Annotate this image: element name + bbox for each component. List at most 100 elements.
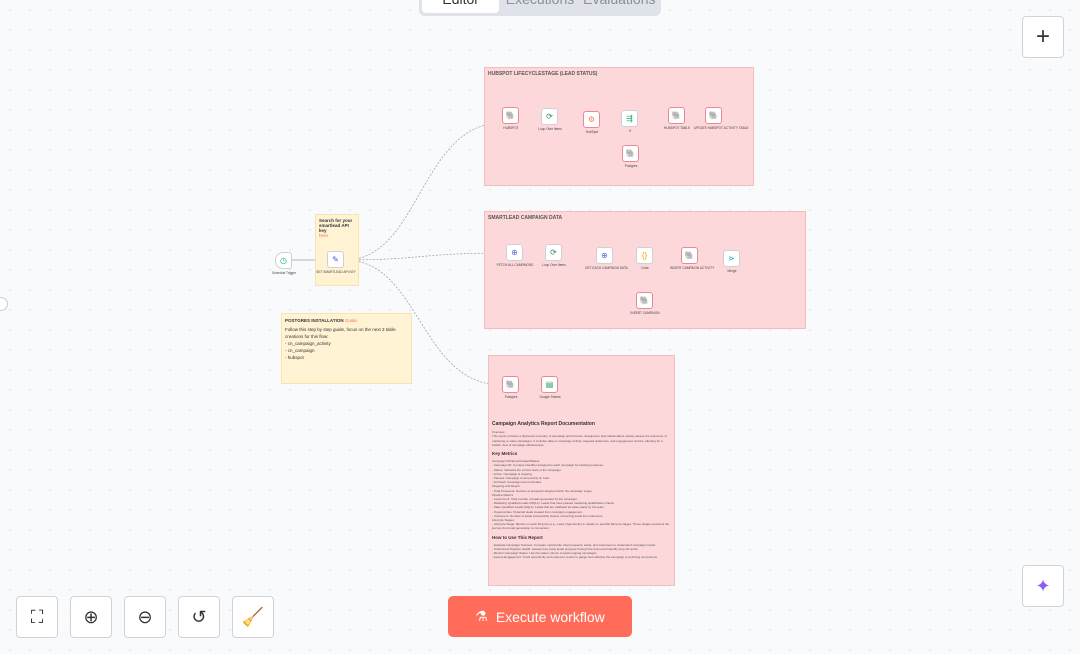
doc-overview: Overview (492, 430, 505, 435)
sticky-note-api-key[interactable]: Search for your smartlead API key here (315, 214, 359, 286)
node-label: Loop Over Items (538, 127, 562, 131)
doc-line: - Total Prospects: Number of prospects t… (492, 488, 593, 493)
sticky-title: POSTGRES INSTALLATION (285, 318, 344, 323)
reset-zoom-button[interactable]: ↺ (178, 596, 220, 638)
doc-line: - Sales Qualified Leads (SQLs): Leads th… (492, 505, 605, 510)
node-icon: {} (641, 251, 648, 260)
group-smartlead: SMARTLEAD CAMPAIGN DATA (484, 211, 806, 329)
zoom-out-button[interactable]: ⊖ (124, 596, 166, 638)
doc-line: - Customers: Number of leads successfull… (492, 513, 604, 518)
fullscreen-icon: ⛶ (30, 606, 44, 627)
doc-line: - Monitor Campaign Status: Use the statu… (492, 551, 598, 556)
doc-sub: Targeting and Reach (492, 484, 520, 489)
group-documentation: Campaign Analytics Report Documentation … (488, 355, 675, 586)
node-icon: 🐘 (684, 251, 695, 260)
view-tabs: Editor Executions Evaluations (419, 0, 661, 16)
documentation-text: Campaign Analytics Report Documentation … (492, 416, 672, 560)
execute-label: Execute workflow (495, 608, 605, 625)
workflow-node-hs5[interactable]: 🐘 (668, 107, 685, 124)
doc-sub: Campaign ID/Name/Created/Status (492, 459, 540, 464)
node-icon: ✎ (332, 255, 339, 264)
workflow-node-sl3[interactable]: ⊕ (596, 247, 613, 264)
workflow-node-b1[interactable]: 🐘 (502, 376, 519, 393)
sticky-text: smartlead API key (319, 223, 349, 233)
workflow-node-sl1[interactable]: ⊕ (506, 244, 523, 261)
node-icon: ◷ (280, 256, 287, 265)
workflow-node-sl5[interactable]: 🐘 (681, 247, 698, 264)
workflow-node-hs4[interactable]: ⇶ (621, 110, 638, 127)
node-icon: ⟳ (546, 112, 553, 121)
doc-title: Campaign Analytics Report Documentation (492, 421, 595, 427)
node-icon: 🐘 (505, 380, 516, 389)
node-label: Postgres (624, 164, 638, 168)
doc-line: - Lifecycle Stage: Metrics on each lifec… (492, 522, 670, 531)
workflow-node-hs1[interactable]: 🐘 (502, 107, 519, 124)
workflow-node-hs2[interactable]: ⟳ (541, 108, 558, 125)
workflow-node-hs6[interactable]: 🐘 (705, 107, 722, 124)
doc-line: - Archived: Campaign has concluded. (492, 480, 542, 485)
node-icon: ▤ (545, 380, 554, 389)
node-label: INSERT CAMPAIGN ACTIVITY (670, 266, 715, 270)
node-label: SET SMARTLEAD API KEY (316, 270, 356, 274)
sticky-link[interactable]: here (319, 233, 329, 238)
node-label: Code (641, 266, 649, 270)
doc-heading: Key Metrics (492, 451, 518, 457)
sticky-item: - hubspot (285, 355, 304, 360)
doc-line: - Opportunities: Potential deals created… (492, 509, 583, 514)
doc-sub: Pipeline Metrics (492, 492, 514, 497)
sticky-item: - cn_campaign_activity (285, 341, 331, 346)
workflow-node-trigger[interactable]: ◷ (275, 252, 292, 269)
node-label: FETCH ALL CAMPAIGNS (496, 263, 534, 267)
fit-view-button[interactable]: ⛶ (16, 596, 58, 638)
node-icon: 🐘 (505, 111, 516, 120)
add-node-button[interactable]: + (1022, 16, 1064, 58)
group-hubspot: HUBSPOT LIFECYCLESTAGE (LEAD STATUS) (484, 67, 754, 186)
node-icon: ⊕ (601, 251, 608, 260)
node-icon: 🐘 (708, 111, 719, 120)
tab-executions[interactable]: Executions (501, 0, 578, 13)
workflow-node-sl7[interactable]: 🐘 (636, 292, 653, 309)
tab-editor[interactable]: Editor (422, 0, 500, 13)
node-label: HubSpot (585, 130, 599, 134)
sticky-text: Search for your (319, 218, 353, 223)
sticky-text: Follow this step by step guide, focus on… (285, 327, 396, 339)
doc-line: - Active: Campaign is ongoing. (492, 471, 533, 476)
node-icon: 🐘 (625, 149, 636, 158)
doc-sub: Lifecycle Stages (492, 518, 514, 523)
workflow-node-sl2[interactable]: ⟳ (545, 244, 562, 261)
zoom-in-button[interactable]: ⊕ (70, 596, 112, 638)
workflow-node-hs3[interactable]: ⚙ (583, 111, 600, 128)
tidy-up-button[interactable]: 🧹 (232, 596, 274, 638)
group-title: HUBSPOT LIFECYCLESTAGE (LEAD STATUS) (488, 71, 598, 77)
node-label: INSERT CAMPAIGN (630, 311, 660, 315)
doc-heading: How to Use This Report (492, 534, 543, 540)
node-label: HUBSPOT (503, 126, 519, 130)
node-icon: ⚙ (587, 115, 596, 124)
sticky-note-postgres[interactable]: POSTGRES INSTALLATION Guide Follow this … (281, 313, 412, 384)
sparkle-icon: ✦ (1035, 575, 1051, 596)
node-icon: 🐘 (671, 111, 682, 120)
node-label: GET EACH CAMPAIGN DATA (585, 266, 628, 270)
zoom-out-icon: ⊖ (137, 606, 153, 627)
node-label: Postgres (504, 395, 518, 399)
doc-line: - Status: Indicates the current state of… (492, 467, 562, 472)
sticky-link[interactable]: Guide (344, 318, 357, 323)
workflow-node-b2[interactable]: ▤ (541, 376, 558, 393)
node-label: Loop Over Items (542, 263, 566, 267)
node-label: If (629, 129, 631, 133)
doc-line: - Understand Pipeline Health: Assess how… (492, 547, 639, 552)
node-label: HUBSPOT TABLE (663, 126, 691, 130)
workflow-node-sl4[interactable]: {} (636, 247, 653, 264)
doc-line: - Paused: Campaign is temporarily on hol… (492, 476, 550, 481)
sticky-item: - cn_campaign (285, 348, 315, 353)
doc-line: - Campaign ID: A unique identifier assig… (492, 463, 604, 468)
execute-workflow-button[interactable]: ⚗ Execute workflow (448, 596, 632, 637)
node-label: Schedule Trigger (271, 271, 297, 275)
doc-line: - Assess Engagement: Track opportunity a… (492, 555, 658, 560)
workflow-node-hs7[interactable]: 🐘 (622, 145, 639, 162)
workflow-node-sl6[interactable]: ⋗ (723, 250, 740, 267)
workflow-node-setkey[interactable]: ✎ (327, 251, 344, 268)
plus-icon: + (1035, 23, 1050, 50)
ai-assistant-button[interactable]: ✦ (1022, 565, 1064, 607)
tab-evaluations[interactable]: Evaluations (581, 0, 658, 13)
